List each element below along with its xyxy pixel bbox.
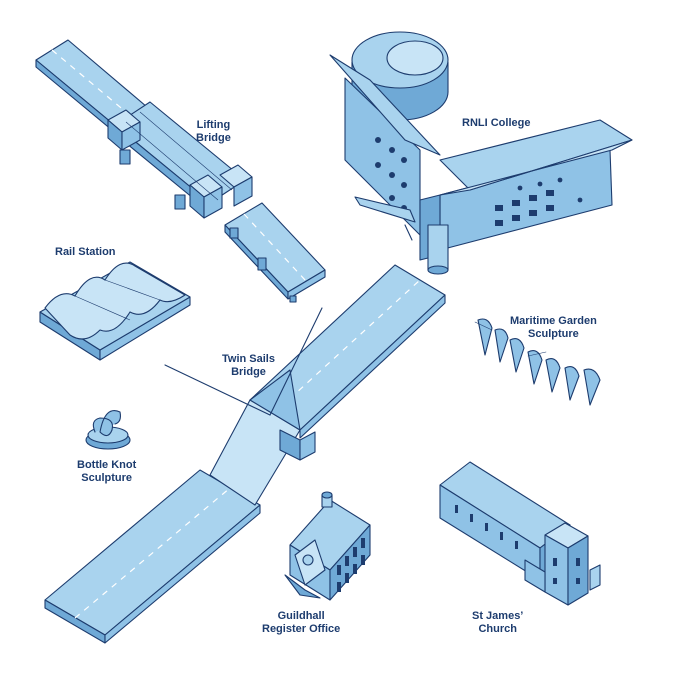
st-james-church-label: St James’ Church — [472, 610, 523, 636]
bottle-knot-label-line2: Sculpture — [81, 472, 132, 484]
st-james-label-line2: Church — [478, 623, 517, 635]
bottle-knot-sculpture-label: Bottle Knot Sculpture — [77, 459, 136, 485]
rail-station-label: Rail Station — [55, 246, 116, 259]
st-james-label-line1: St James’ — [472, 610, 524, 622]
bottle-knot-sculpture[interactable] — [85, 410, 131, 450]
guildhall-label-line1: Guildhall — [277, 610, 325, 622]
rnli-college-label: RNLI College — [462, 117, 530, 130]
twin-sails-label-line2: Bridge — [231, 366, 266, 378]
guildhall-register-office[interactable] — [284, 491, 371, 601]
rnli-college[interactable] — [329, 31, 633, 275]
maritime-garden-label-line2: Sculpture — [528, 328, 579, 340]
lifting-bridge[interactable] — [35, 39, 326, 303]
guildhall-label-line2: Register Office — [262, 623, 341, 635]
st-james-church[interactable] — [439, 461, 601, 606]
lifting-bridge-label-line1: Lifting — [196, 119, 231, 131]
maritime-garden-sculpture-label: Maritime Garden Sculpture — [510, 315, 597, 341]
maritime-garden-sculpture[interactable] — [474, 318, 601, 406]
rail-station[interactable] — [39, 261, 191, 361]
rnli-college-label-line1: RNLI College — [462, 117, 531, 129]
twin-sails-label-line1: Twin Sails — [222, 353, 275, 365]
twin-sails-bridge-label: Twin Sails Bridge — [222, 353, 275, 379]
twin-sails-bridge[interactable] — [44, 264, 446, 644]
guildhall-register-office-label: Guildhall Register Office — [262, 610, 340, 636]
lifting-bridge-label-line2: Bridge — [196, 132, 231, 144]
lifting-bridge-label: Lifting Bridge — [196, 119, 231, 145]
bottle-knot-label-line1: Bottle Knot — [77, 459, 137, 471]
maritime-garden-label-line1: Maritime Garden — [510, 315, 597, 327]
rail-station-label-line1: Rail Station — [55, 246, 116, 258]
